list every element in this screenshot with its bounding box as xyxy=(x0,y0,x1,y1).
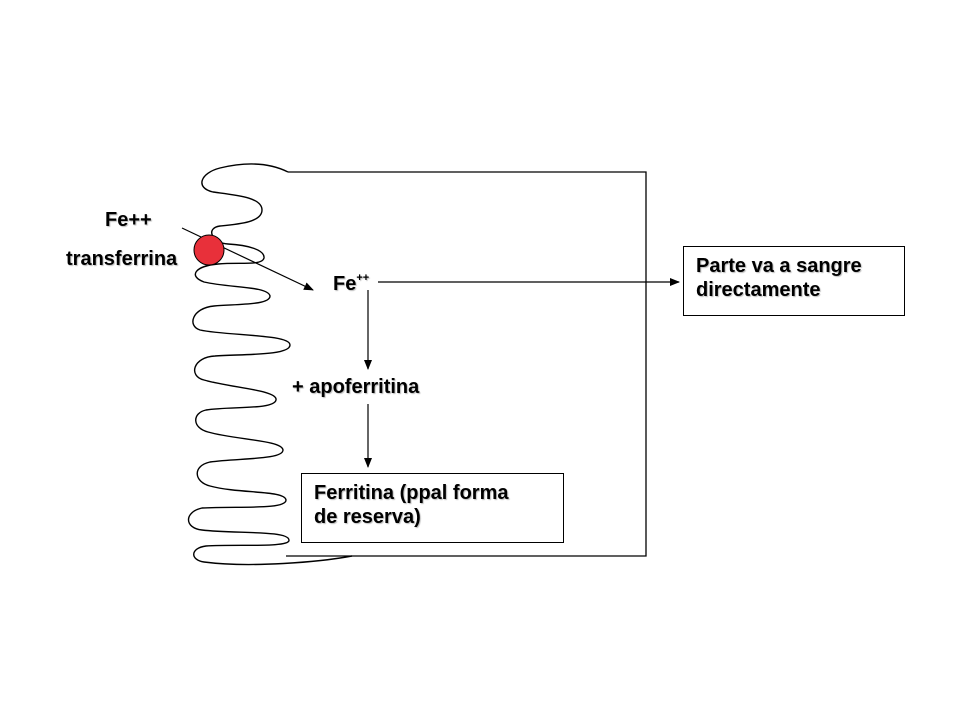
receptor-circle xyxy=(193,234,225,266)
fe-inside-superscript: ++ xyxy=(356,272,370,284)
fe-inside-base: Fe xyxy=(333,273,357,295)
ferritina-box-line1: Ferritina (ppal forma xyxy=(314,482,509,504)
blood-box: Parte va a sangre directamente xyxy=(683,246,905,316)
transferrina-label: transferrina xyxy=(66,248,178,270)
ferritina-box-line2: de reserva) xyxy=(314,506,421,528)
fe-outside-label: Fe++ xyxy=(105,209,152,231)
cell-outline xyxy=(286,171,647,557)
blood-box-line1: Parte va a sangre xyxy=(696,255,862,277)
apoferritina-label: + apoferritina xyxy=(292,376,420,398)
microvilli-membrane xyxy=(187,163,353,566)
ferritina-box: Ferritina (ppal forma de reserva) xyxy=(301,473,564,543)
fe-inside-label: Fe++ xyxy=(333,272,369,296)
blood-box-line2: directamente xyxy=(696,279,821,301)
